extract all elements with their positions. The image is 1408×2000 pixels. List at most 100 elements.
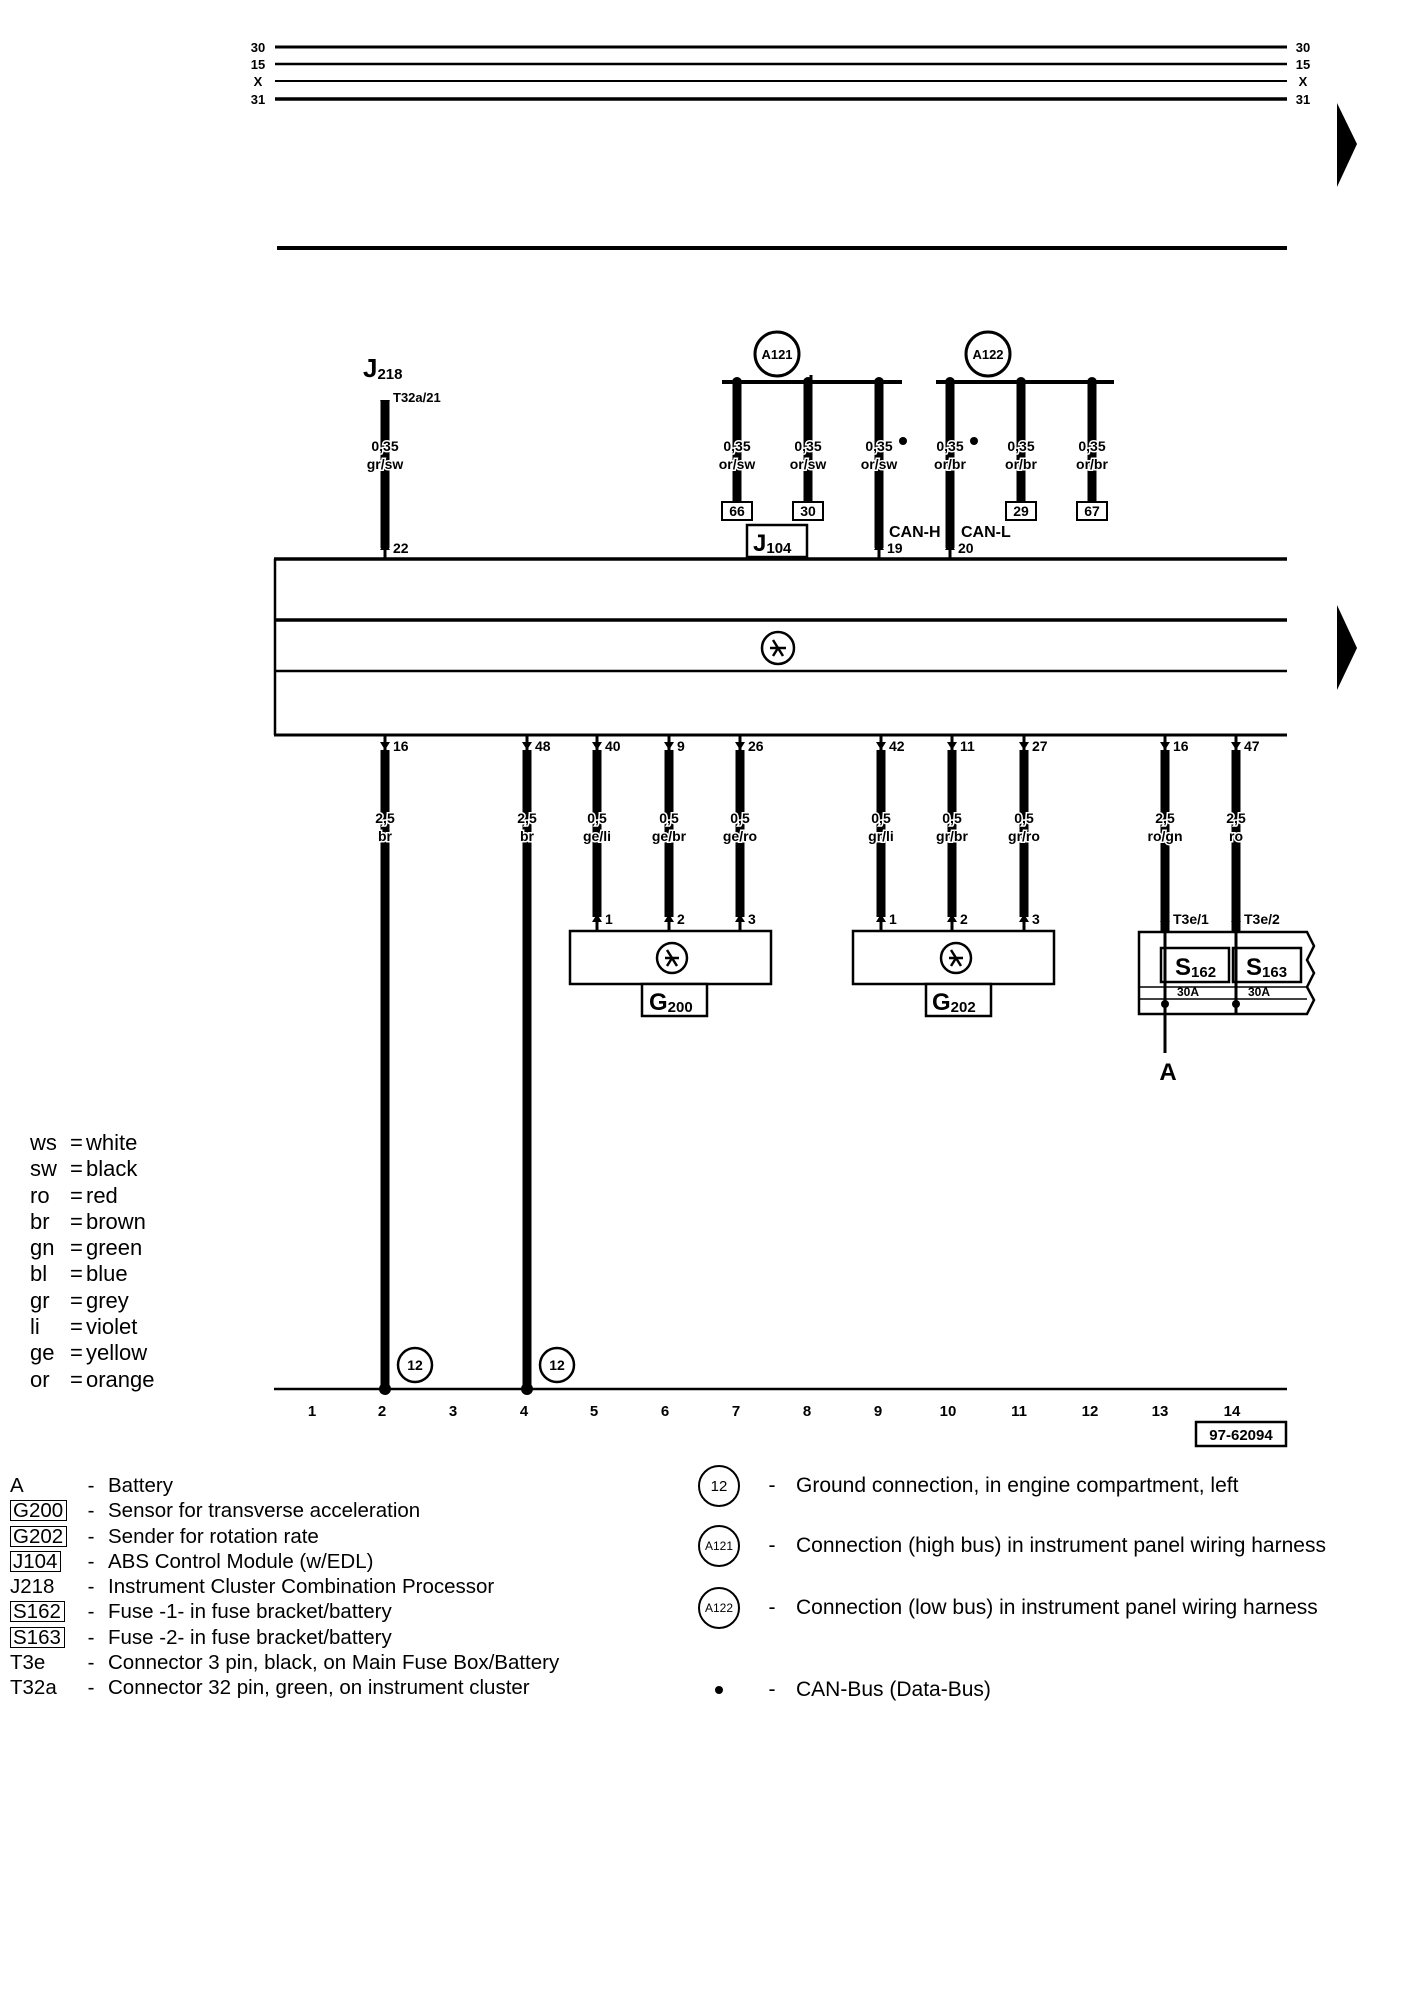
sensor-pin-number: 1 (889, 911, 897, 927)
bottom-wire-9: 162,5ro/gn (1146, 735, 1189, 932)
grid-number: 4 (520, 1403, 529, 1420)
sensor-pin: 2 (664, 910, 685, 931)
color-code: sw (30, 1156, 57, 1182)
component-code: J104 (8, 1549, 74, 1574)
can-bus-connectors: A121 A122 (722, 330, 1114, 384)
grid-number: 2 (378, 1403, 386, 1420)
battery-label: A (1159, 1059, 1176, 1086)
top-wire-color: or/sw (719, 456, 756, 472)
pin-arrow (380, 742, 390, 750)
color-code: br (30, 1208, 50, 1234)
component-code-text: G200 (10, 1500, 68, 1522)
pin-arrow (735, 742, 745, 750)
wire-reference-label: 30 (800, 503, 816, 519)
pin-arrow (947, 742, 957, 750)
bus-junction-dot (732, 377, 742, 387)
grid-number: 13 (1152, 1403, 1169, 1420)
sensor-pin-number: 2 (677, 911, 685, 927)
sensor-pin-number: 3 (748, 911, 756, 927)
bottom-wire-6: 420,5gr/li (867, 735, 905, 917)
grid-number: 10 (940, 1403, 957, 1420)
a122-label: A122 (972, 347, 1003, 362)
pin-arrow (592, 742, 602, 750)
component-description: Fuse -1- in fuse bracket/battery (108, 1600, 392, 1624)
component-description: Connector 3 pin, black, on Main Fuse Box… (108, 1651, 560, 1675)
ground-marker-1-label: 12 (407, 1357, 423, 1373)
bottom-wire-10: 472,5ro (1225, 735, 1260, 932)
s162-label: S162 (1175, 954, 1216, 981)
color-name: brown (86, 1208, 146, 1234)
color-code-row: br =brown (30, 1209, 230, 1235)
sensor-pin: 1 (876, 910, 897, 931)
component-code-text: J218 (10, 1575, 55, 1599)
pin-arrow (380, 542, 390, 550)
color-equals: = (70, 1130, 83, 1155)
sensor-pin: 3 (1019, 910, 1040, 931)
component-code: J218 (8, 1574, 74, 1599)
grid-number: 8 (803, 1403, 811, 1420)
bottom-wire-pin: 16 (393, 738, 409, 754)
bottom-wire-size: 0,5 (1014, 810, 1034, 826)
j104-block: J104 CAN-H CAN-L (745, 523, 1011, 559)
figure-id: 97-62094 (1194, 1420, 1288, 1448)
bottom-wire-pin: 42 (889, 738, 905, 754)
component-legend-row: T3e-Connector 3 pin, black, on Main Fuse… (8, 1650, 648, 1675)
bottom-wire-pin: 9 (677, 738, 685, 754)
color-equals: = (70, 1340, 83, 1366)
fuse-pin-label: T3e/2 (1244, 911, 1280, 927)
bottom-wire-5: 260,5ge/ro (721, 735, 764, 917)
sensor-pin: 3 (735, 910, 756, 931)
color-code-row: gn=green (30, 1235, 230, 1261)
fuse-pin-label: T3e/1 (1173, 911, 1209, 927)
bottom-wire-8: 270,5gr/ro (1007, 735, 1048, 917)
symbol-dash: - (768, 1474, 776, 1497)
sensor-pin: 1 (592, 910, 613, 931)
component-legend-row: S162-Fuse -1- in fuse bracket/battery (8, 1599, 648, 1624)
top-wire-color: or/br (1076, 456, 1108, 472)
pin-arrow (1231, 742, 1241, 750)
top-wire-size: 0,35 (865, 438, 892, 454)
fuse-pin: T3e/2 (1231, 911, 1280, 927)
a121-circle (753, 330, 801, 378)
color-code: bl (30, 1261, 48, 1287)
color-name: blue (86, 1261, 128, 1287)
can-bus-dot (970, 437, 978, 445)
component-code-text: G202 (10, 1525, 68, 1547)
bottom-wire-color: gr/li (868, 828, 894, 844)
pin-arrow (1231, 914, 1241, 922)
bottom-wire-2: 482,5br (516, 735, 551, 1389)
component-code-text: T32a (10, 1676, 57, 1700)
color-code: ge (30, 1340, 55, 1366)
grid-number: 1 (308, 1403, 316, 1420)
bottom-wire-4: 90,5ge/br (650, 735, 688, 917)
bottom-wires: 162,5br482,5br400,5ge/li90,5ge/br260,5ge… (374, 735, 1260, 1389)
a121-label: A121 (761, 347, 792, 362)
s162-box (1159, 946, 1231, 984)
component-code: T32a (8, 1675, 74, 1700)
color-equals: = (70, 1287, 83, 1313)
top-wire-color: or/sw (790, 456, 827, 472)
component-code: A (8, 1473, 74, 1498)
g202-label-box (924, 982, 993, 1018)
component-legend-row: T32a-Connector 32 pin, green, on instrum… (8, 1675, 648, 1700)
symbol-dash: - (768, 1534, 776, 1557)
top-wires: 0,35gr/sw220,35or/sw660,35or/sw300,35or/… (365, 377, 1110, 559)
component-dash: - (87, 1600, 95, 1624)
bottom-wire-color: br (520, 828, 535, 844)
color-equals: = (70, 1208, 83, 1234)
j218-pin-label: T32a/21 (393, 390, 441, 405)
wire-reference-box (1076, 501, 1108, 521)
top-wire-pin: 22 (393, 540, 409, 556)
j218-component: J218 T32a/21 (363, 353, 441, 408)
bottom-wire-pin: 16 (1173, 738, 1189, 754)
a122-circle (964, 330, 1012, 378)
component-legend-row: G200-Sensor for transverse acceleration (8, 1498, 648, 1523)
color-equals: = (70, 1366, 83, 1392)
grid-number: 7 (732, 1403, 740, 1420)
component-code-text: T3e (10, 1651, 46, 1675)
wire-reference-label: 66 (729, 503, 745, 519)
component-dash: - (87, 1625, 95, 1649)
